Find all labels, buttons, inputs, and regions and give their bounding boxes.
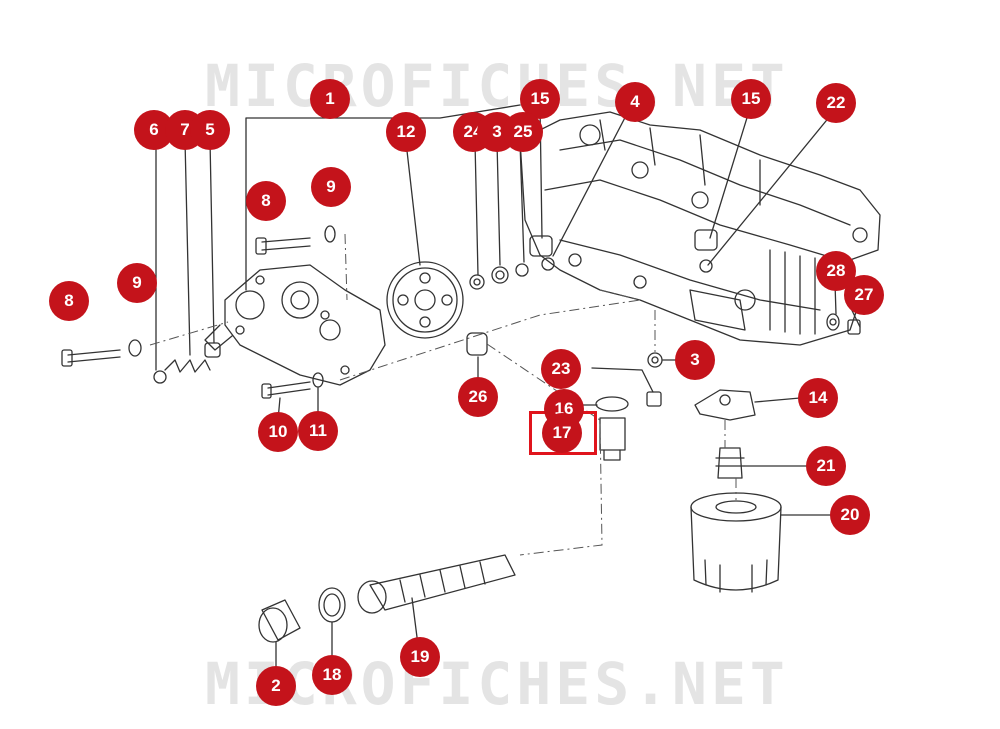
callout-20[interactable]: 20 xyxy=(830,495,870,535)
callout-25[interactable]: 25 xyxy=(503,112,543,152)
callout-15[interactable]: 15 xyxy=(731,79,771,119)
oil-pump-drawing xyxy=(204,264,386,386)
callout-8[interactable]: 8 xyxy=(49,281,89,321)
callout-19[interactable]: 19 xyxy=(400,637,440,677)
callout-4[interactable]: 4 xyxy=(615,82,655,122)
callout-10[interactable]: 10 xyxy=(258,412,298,452)
engine-block-drawing xyxy=(519,111,881,346)
callout-22[interactable]: 22 xyxy=(816,83,856,123)
callout-9[interactable]: 9 xyxy=(311,167,351,207)
callout-3[interactable]: 3 xyxy=(675,340,715,380)
callout-17[interactable]: 17 xyxy=(542,413,582,453)
callout-8[interactable]: 8 xyxy=(246,181,286,221)
callout-21[interactable]: 21 xyxy=(806,446,846,486)
callout-1[interactable]: 1 xyxy=(310,79,350,119)
callout-11[interactable]: 11 xyxy=(298,411,338,451)
callout-26[interactable]: 26 xyxy=(458,377,498,417)
callout-27[interactable]: 27 xyxy=(844,275,884,315)
callout-23[interactable]: 23 xyxy=(541,349,581,389)
callout-2[interactable]: 2 xyxy=(256,666,296,706)
callout-14[interactable]: 14 xyxy=(798,378,838,418)
callout-12[interactable]: 12 xyxy=(386,112,426,152)
callout-9[interactable]: 9 xyxy=(117,263,157,303)
callout-18[interactable]: 18 xyxy=(312,655,352,695)
watermark-bottom: MICROFICHES.NET xyxy=(205,650,789,718)
gear-drawing xyxy=(386,261,464,339)
callout-5[interactable]: 5 xyxy=(190,110,230,150)
